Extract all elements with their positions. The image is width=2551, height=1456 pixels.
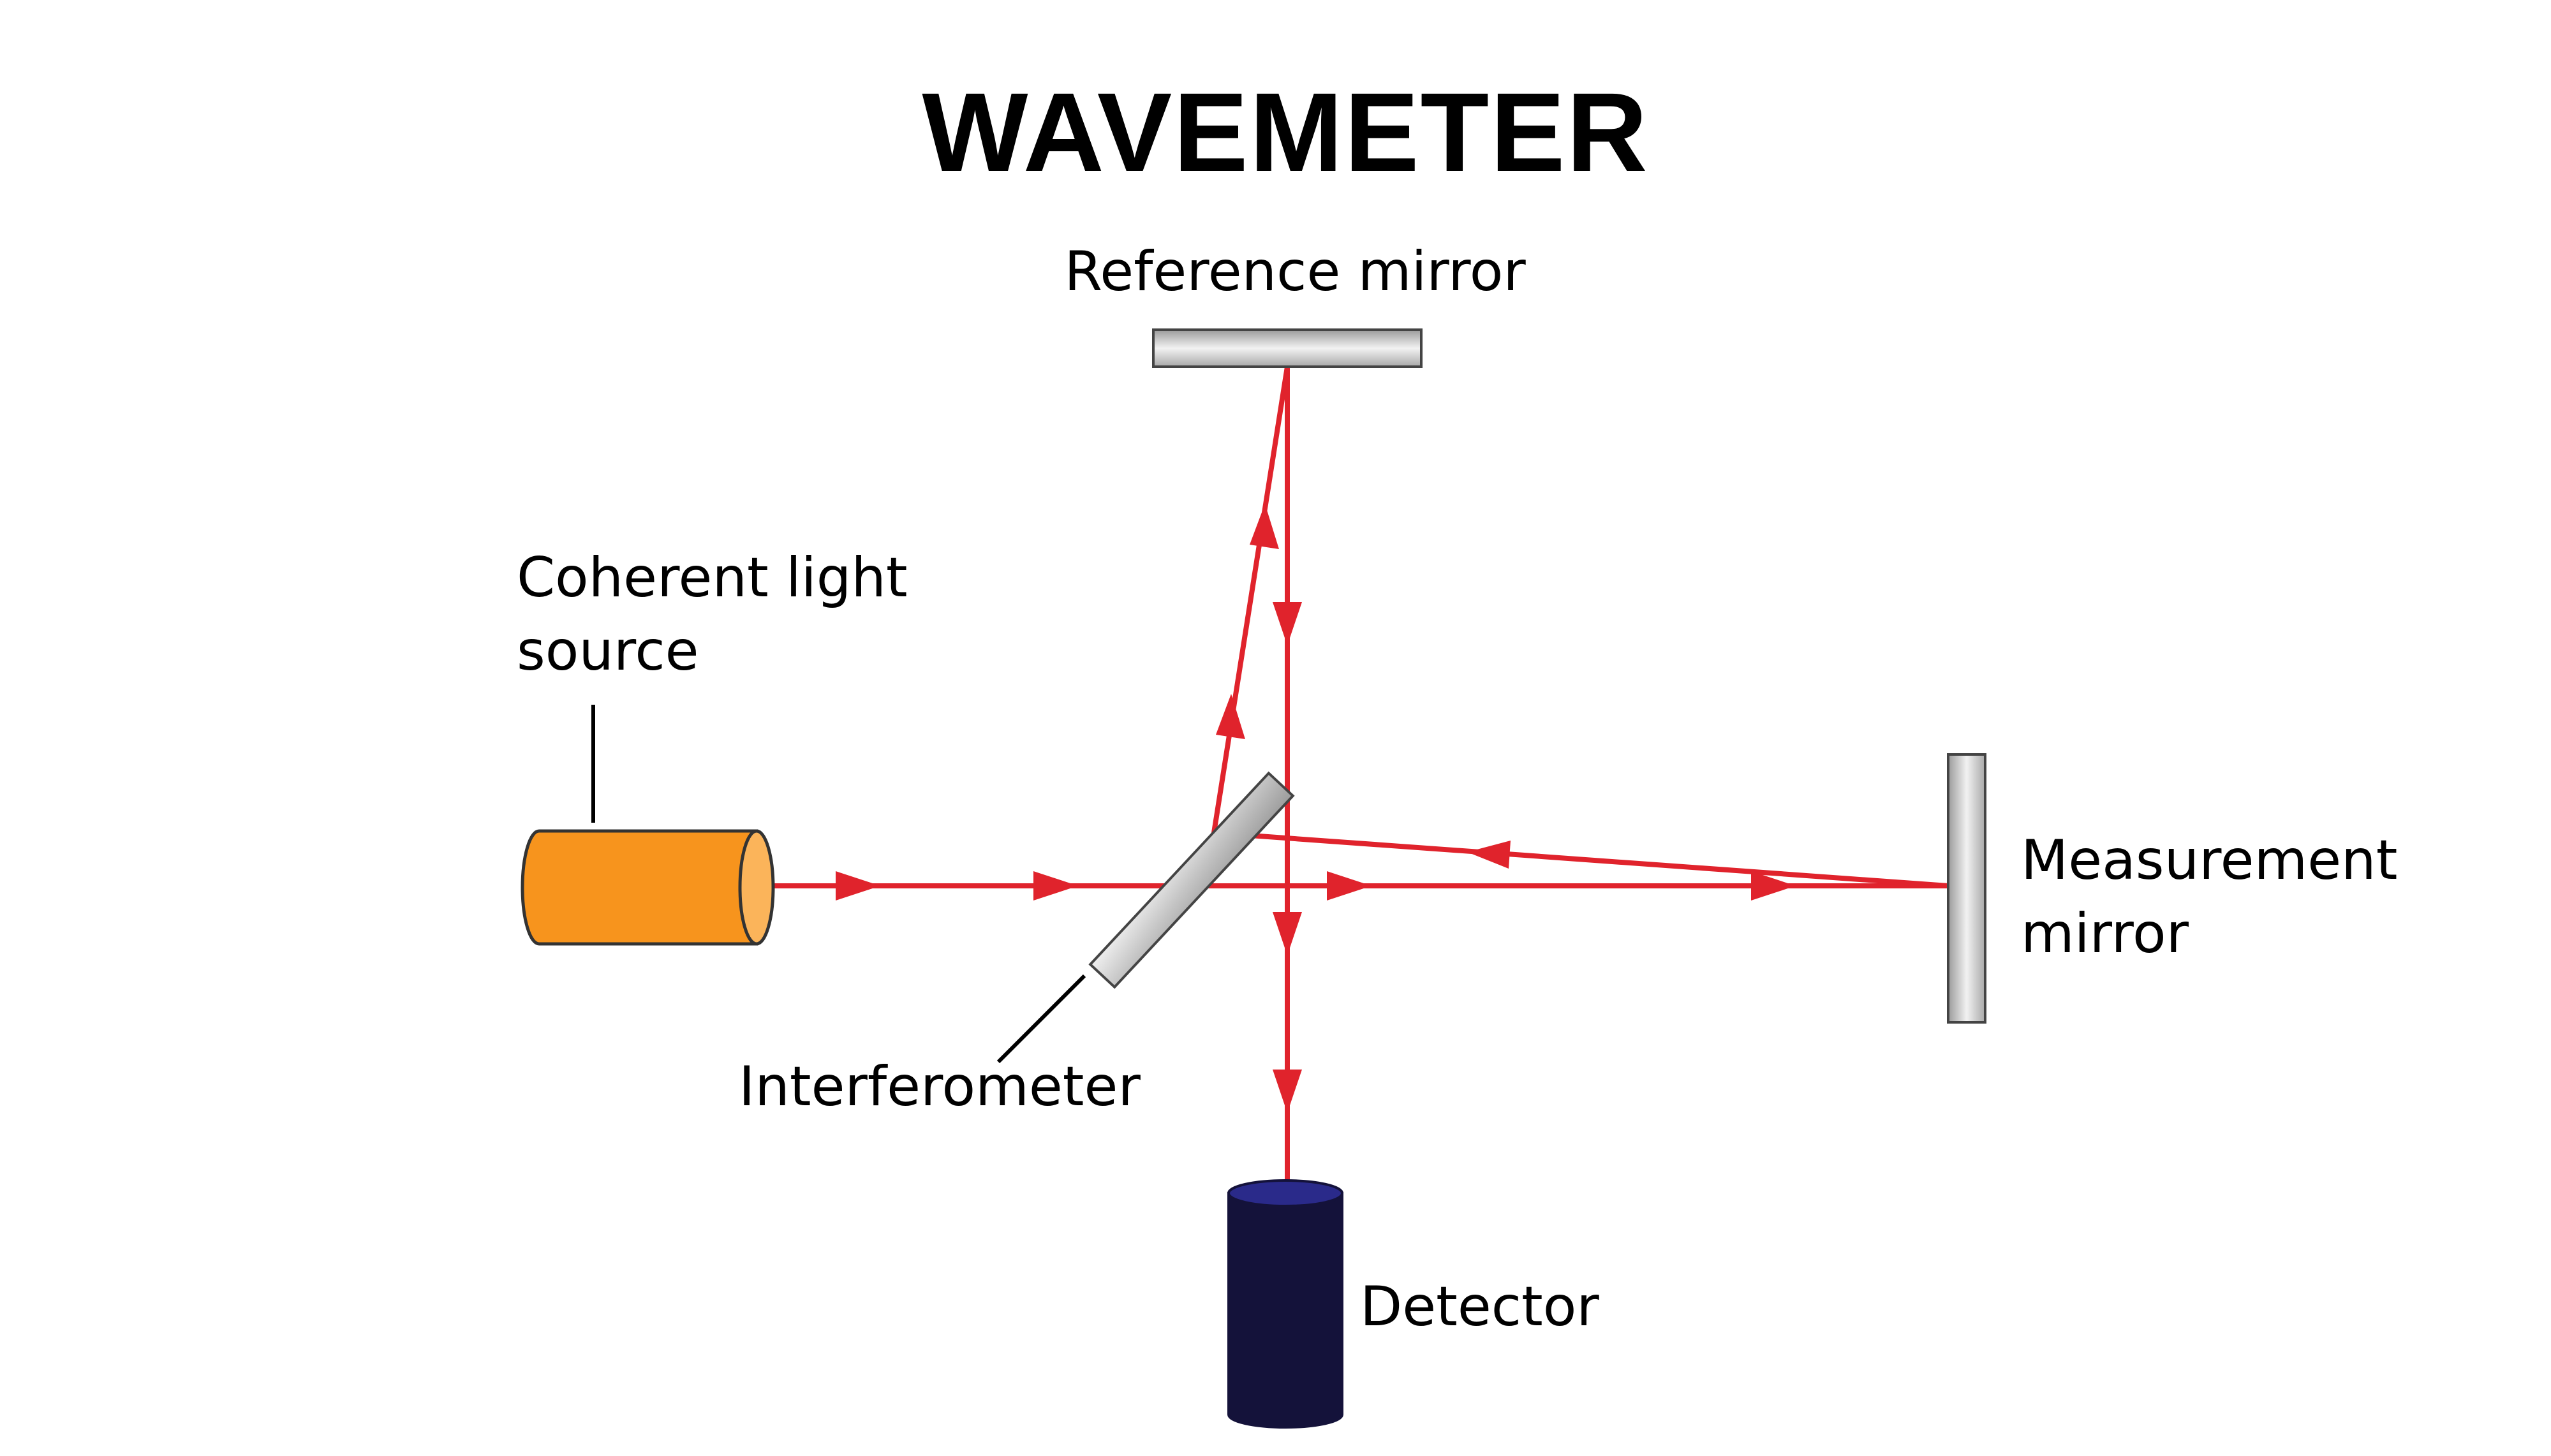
measurement-mirror-label-line2: mirror [2021, 902, 2189, 966]
arrow-right-2 [1033, 871, 1078, 901]
beam-splitter-to-reference [1211, 366, 1290, 837]
measurement-mirror-label-line1: Measurement [2021, 828, 2397, 892]
interferometer-splitter [1088, 771, 1295, 989]
arrow-down-2 [1273, 912, 1302, 955]
page-title: WAVEMETER [922, 70, 1648, 195]
reference-mirror [1152, 328, 1423, 368]
light-source-label-line1: Coherent light [517, 546, 908, 610]
detector-label: Detector [1360, 1275, 1599, 1339]
arrow-right-1 [836, 871, 880, 901]
light-source-face [738, 829, 775, 946]
detector [1227, 1179, 1343, 1429]
arrow-right-4 [1751, 871, 1796, 901]
arrow-down-1 [1273, 602, 1302, 645]
light-source [521, 829, 775, 946]
measurement-mirror-label: Measurement mirror [2021, 828, 2415, 966]
arrow-left-return [1467, 841, 1511, 869]
measurement-mirror [1947, 753, 1986, 1024]
arrow-up-2 [1250, 504, 1279, 549]
beam-measurement-return [1250, 833, 1949, 888]
light-source-label-line2: source [517, 619, 699, 683]
light-source-label: Coherent light source [517, 546, 925, 683]
reference-mirror-label: Reference mirror [1064, 240, 1526, 304]
interferometer-label: Interferometer [739, 1055, 1141, 1119]
arrow-down-3 [1273, 1070, 1302, 1113]
beam-arrows [836, 504, 1796, 1113]
detector-top [1227, 1179, 1343, 1207]
light-source-body [521, 829, 758, 946]
arrow-right-3 [1327, 871, 1372, 901]
interferometer-leader-line [996, 974, 1086, 1064]
detector-body [1227, 1192, 1343, 1429]
arrow-up-1 [1216, 694, 1245, 739]
